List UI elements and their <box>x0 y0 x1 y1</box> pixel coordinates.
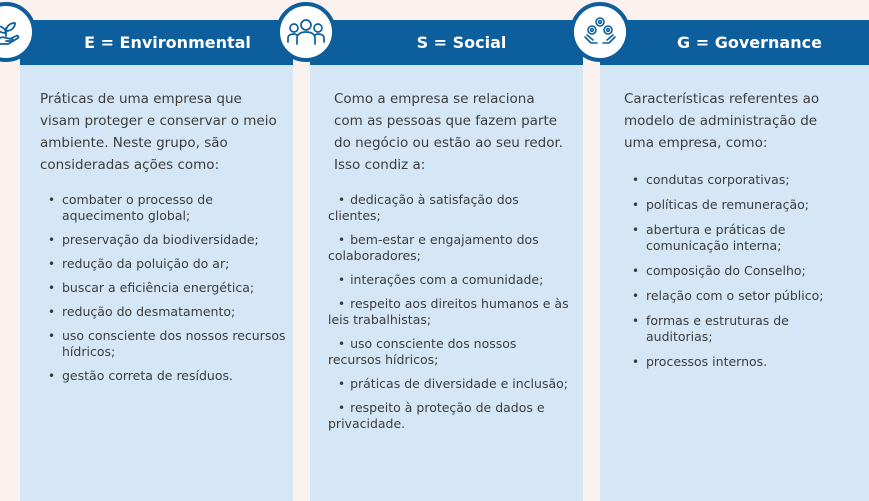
list-item: respeito à proteção de dados e privacida… <box>328 400 573 432</box>
people-group-icon <box>287 19 325 45</box>
list-environmental: combater o processo de aquecimento globa… <box>40 192 290 392</box>
icon-badge-governance <box>570 2 630 62</box>
list-item: bem-estar e engajamento dos colaboradore… <box>328 232 573 264</box>
list-item: relação com o setor público; <box>624 288 859 304</box>
list-social: dedicação à satisfação dos clientes; bem… <box>328 192 573 440</box>
list-item: dedicação à satisfação dos clientes; <box>328 192 573 224</box>
header-social-label: S = Social <box>416 33 507 52</box>
list-item: buscar a eficiência energética; <box>40 280 290 296</box>
list-item: abertura e práticas de comunicação inter… <box>624 222 859 254</box>
list-item: condutas corporativas; <box>624 172 859 188</box>
header-environmental: E = Environmental <box>20 20 293 65</box>
list-item: uso consciente dos nossos recursos hídri… <box>328 336 573 368</box>
list-item: redução do desmatamento; <box>40 304 290 320</box>
header-governance-label: G = Governance <box>677 33 822 52</box>
list-item: combater o processo de aquecimento globa… <box>40 192 290 224</box>
intro-governance: Características referentes ao modelo de … <box>624 91 820 151</box>
list-item: processos internos. <box>624 354 859 370</box>
header-social: S = Social <box>310 20 583 65</box>
intro-social: Como a empresa se relaciona com as pesso… <box>334 91 564 173</box>
list-item: uso consciente dos nossos recursos hídri… <box>40 328 290 360</box>
list-item: políticas de remuneração; <box>624 197 859 213</box>
list-item: respeito aos direitos humanos e às leis … <box>328 296 573 328</box>
body-governance <box>600 65 869 501</box>
list-item: preservação da biodiversidade; <box>40 232 290 248</box>
list-governance: condutas corporativas; políticas de remu… <box>624 172 859 379</box>
list-item: formas e estruturas de auditorias; <box>624 313 859 345</box>
gears-hands-icon <box>584 17 616 44</box>
intro-environmental: Práticas de uma empresa que visam proteg… <box>40 91 277 173</box>
list-item: redução da poluição do ar; <box>40 256 290 272</box>
icon-badge-social <box>276 2 336 62</box>
hand-plant-icon <box>0 22 20 45</box>
list-item: interações com a comunidade; <box>328 272 573 288</box>
list-item: gestão correta de resíduos. <box>40 368 290 384</box>
list-item: composição do Conselho; <box>624 263 859 279</box>
list-item: práticas de diversidade e inclusão; <box>328 376 573 392</box>
header-governance: G = Governance <box>600 20 869 65</box>
header-environmental-label: E = Environmental <box>84 33 251 52</box>
